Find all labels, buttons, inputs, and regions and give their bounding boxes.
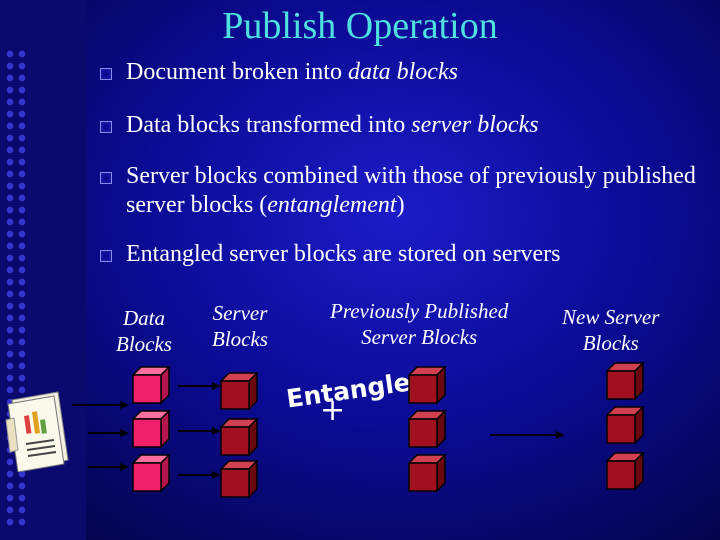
bullet-text: Entangled server blocks are stored on se… — [126, 241, 561, 267]
bullet-marker-icon — [100, 250, 112, 262]
data-block-cube — [132, 410, 171, 449]
bullet-text-segment: Entangled server blocks are stored on se… — [126, 241, 561, 267]
arrow-to-new-server-blocks — [490, 434, 558, 436]
arrow-head-icon — [120, 401, 129, 409]
label-server-blocks: Server Blocks — [212, 300, 268, 352]
arrow-head-icon — [212, 427, 221, 435]
label-previously-published: Previously Published Server Blocks — [330, 298, 508, 350]
arrow-head-icon — [212, 471, 221, 479]
bullet-server-blocks-combined: Server blocks combined with those of pre… — [96, 162, 706, 220]
arrow-doc-to-data-3 — [88, 466, 122, 468]
bullet-marker-icon — [100, 68, 112, 80]
arrow-doc-to-data-1 — [72, 404, 122, 406]
previous-server-block-cube — [408, 366, 447, 405]
label-data-blocks: Data Blocks — [116, 305, 172, 357]
label-line: Blocks — [116, 332, 172, 356]
bullet-text-italic: entanglement — [267, 192, 397, 218]
bullet-text-segment: Document broken into — [126, 59, 348, 85]
arrow-head-icon — [556, 431, 565, 439]
data-block-cube — [132, 454, 171, 493]
new-server-block-cube — [606, 452, 645, 491]
previous-server-block-cube — [408, 454, 447, 493]
data-block-cube — [132, 366, 171, 405]
label-line: Previously Published — [330, 299, 509, 323]
slide-title: Publish Operation — [222, 5, 498, 47]
label-line: Server Blocks — [361, 325, 478, 349]
bullet-data-blocks-transformed: Data blocks transformed into server bloc… — [96, 111, 706, 140]
bullet-text-segment: ) — [396, 192, 405, 218]
label-line: Server — [212, 301, 268, 325]
server-block-cube — [220, 372, 259, 411]
bullet-text-italic: server blocks — [411, 112, 539, 138]
new-server-block-cube — [606, 362, 645, 401]
bullet-text: Document broken into data blocks — [126, 59, 458, 85]
bullet-document-broken: Document broken into data blocks — [96, 58, 706, 87]
plus-sign: + — [320, 393, 346, 428]
label-line: Data — [122, 306, 165, 330]
arrow-doc-to-data-2 — [88, 432, 122, 434]
previous-server-block-cube — [408, 410, 447, 449]
entangle-label: Entangle — [285, 367, 413, 413]
arrow-data-to-server-3 — [178, 474, 214, 476]
entangle-text: Entangle — [284, 367, 413, 414]
arrow-head-icon — [212, 382, 221, 390]
bullet-text: Server blocks combined with those of pre… — [126, 163, 696, 218]
server-block-cube — [220, 460, 259, 499]
bullet-text-segment: Data blocks transformed into — [126, 112, 412, 138]
label-line: New Server — [562, 305, 660, 329]
bullet-marker-icon — [100, 121, 112, 133]
label-line: Blocks — [582, 331, 639, 355]
label-new-server-blocks: New Server Blocks — [562, 304, 659, 356]
bullet-list: Document broken into data blocks Data bl… — [96, 58, 706, 269]
bullet-text-segment: Server blocks combined with those of pre… — [126, 163, 696, 218]
arrow-head-icon — [120, 429, 129, 437]
bullet-text-italic: data blocks — [347, 59, 458, 85]
bullet-marker-icon — [100, 172, 112, 184]
new-server-block-cube — [606, 406, 645, 445]
label-line: Blocks — [212, 327, 268, 351]
server-block-cube — [220, 418, 259, 457]
bullet-text: Data blocks transformed into server bloc… — [126, 112, 539, 138]
bullet-entangled-stored: Entangled server blocks are stored on se… — [96, 240, 706, 269]
arrow-data-to-server-1 — [178, 385, 214, 387]
document-chart-icon — [5, 391, 69, 472]
arrow-head-icon — [120, 463, 129, 471]
arrow-data-to-server-2 — [178, 430, 214, 432]
